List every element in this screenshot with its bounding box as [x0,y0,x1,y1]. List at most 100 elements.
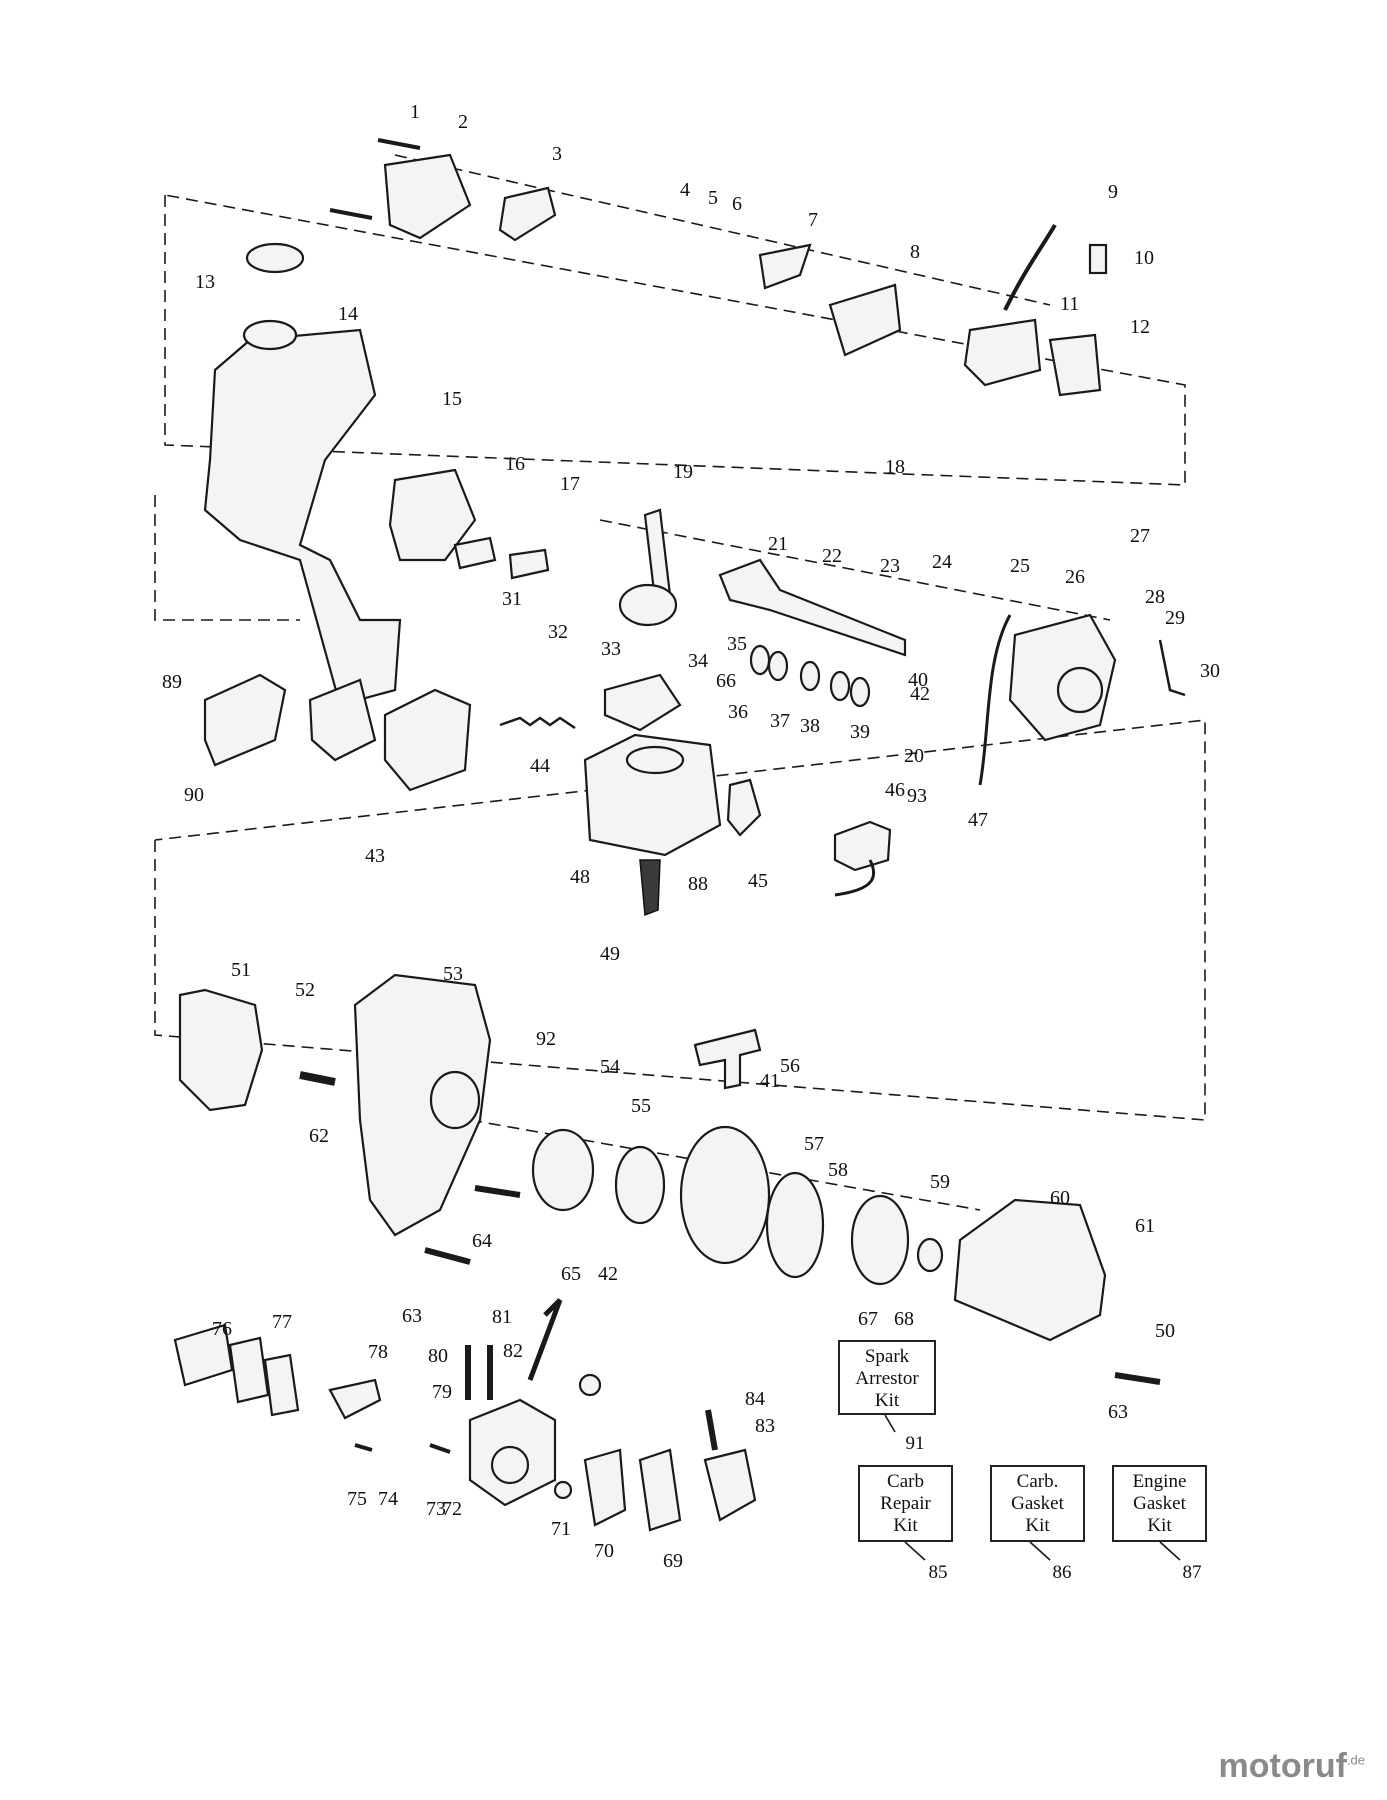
part-screws-1 [329,138,421,220]
part-number-label: 38 [800,715,820,737]
part-piston-33 [618,583,678,627]
leader-91 [884,1414,896,1433]
part-number-label: 29 [1165,607,1185,629]
leader-87 [1159,1541,1181,1561]
part-number-label: 78 [368,1341,388,1363]
kit-number-91: 91 [905,1433,925,1454]
part-tank-neck [242,319,298,351]
part-number-label: 16 [505,453,525,475]
part-carb-bore [490,1445,530,1485]
part-number-label: 34 [688,650,708,672]
part-bracket-3 [498,186,557,242]
part-housing-14 [203,328,402,707]
part-crankcase-53 [353,973,492,1237]
part-disc-58 [765,1171,825,1279]
watermark-brand: motoruf [1218,1747,1347,1785]
part-cover-90 [203,673,287,767]
part-plate-7 [758,243,812,290]
part-number-label: 76 [212,1318,232,1340]
part-number-label: 6 [732,193,742,215]
part-number-label: 19 [673,461,693,483]
part-number-label: 42 [598,1263,618,1285]
part-clip-16 [453,536,497,570]
part-number-label: 57 [804,1133,824,1155]
part-number-label: 24 [932,551,952,573]
part-number-label: 80 [428,1345,448,1367]
part-number-label: 54 [600,1056,620,1078]
part-clutch-drum-57 [679,1125,771,1265]
part-number-label: 44 [530,755,550,777]
part-bearing-seat [1056,666,1104,714]
part-number-label: 58 [828,1159,848,1181]
part-plate-70 [583,1448,627,1527]
part-number-label: 41 [760,1070,780,1092]
part-drive-housing-60 [953,1198,1107,1342]
part-lead-wire [834,859,876,897]
leader-85 [904,1541,926,1561]
part-cylinder-bore [625,745,685,775]
part-number-label: 39 [850,721,870,743]
part-fuel-cap-13 [245,242,305,274]
part-number-label: 71 [551,1518,571,1540]
part-number-label: 59 [930,1171,950,1193]
part-number-label: 36 [728,701,748,723]
part-number-label: 56 [780,1055,800,1077]
part-number-label: 25 [1010,555,1030,577]
part-bushing-68 [916,1237,944,1273]
part-gasket-12 [1048,333,1102,397]
part-number-label: 28 [1145,586,1165,608]
part-gasket-15 [388,468,477,562]
part-number-label: 4 [680,179,690,201]
part-wire-26 [978,614,1012,786]
part-handle-56 [693,1028,762,1090]
part-number-label: 2 [458,111,468,133]
part-number-label: 13 [195,271,215,293]
part-number-label: 32 [548,621,568,643]
part-number-label: 11 [1060,293,1079,315]
part-muffler-2 [383,153,472,240]
part-filter-box [383,688,472,792]
part-number-label: 42 [910,683,930,705]
part-number-label: 37 [770,710,790,732]
part-number-label: 9 [1108,181,1118,203]
part-number-label: 7 [808,209,818,231]
part-number-label: 93 [907,785,927,807]
part-knob-10 [1088,243,1108,275]
part-number-label: 77 [272,1311,292,1333]
part-number-label: 63 [1108,1401,1128,1423]
part-number-label: 60 [1050,1187,1070,1209]
part-number-label: 45 [748,870,768,892]
part-number-label: 72 [442,1498,462,1520]
part-pump-cover [703,1448,757,1522]
part-cable-9 [1003,223,1057,311]
part-number-label: 14 [338,303,358,325]
kit-box-85: Carb Repair Kit [858,1465,953,1542]
axis-top [394,154,1051,306]
part-number-label: 23 [880,555,900,577]
part-number-label: 51 [231,959,251,981]
part-number-label: 61 [1135,1215,1155,1237]
part-number-label: 46 [885,779,905,801]
part-number-label: 33 [601,638,621,660]
part-number-label: 1 [410,101,420,123]
leader-86 [1029,1541,1051,1561]
part-pin-62 [299,1071,336,1086]
part-number-label: 43 [365,845,385,867]
part-wire-30 [1158,639,1186,697]
part-number-label: 27 [1130,525,1150,547]
part-number-label: 48 [570,866,590,888]
part-number-label: 75 [347,1488,367,1510]
part-clip-17 [508,548,550,580]
part-number-label: 74 [378,1488,398,1510]
part-bolt-63a [424,1247,471,1265]
part-gasket-76 [173,1323,234,1387]
part-number-label: 5 [708,187,718,209]
part-flywheel-51 [178,988,264,1112]
part-number-label: 63 [402,1305,422,1327]
part-number-label: 92 [536,1028,556,1050]
kit-number-87: 87 [1182,1562,1202,1583]
part-number-label: 70 [594,1540,614,1562]
